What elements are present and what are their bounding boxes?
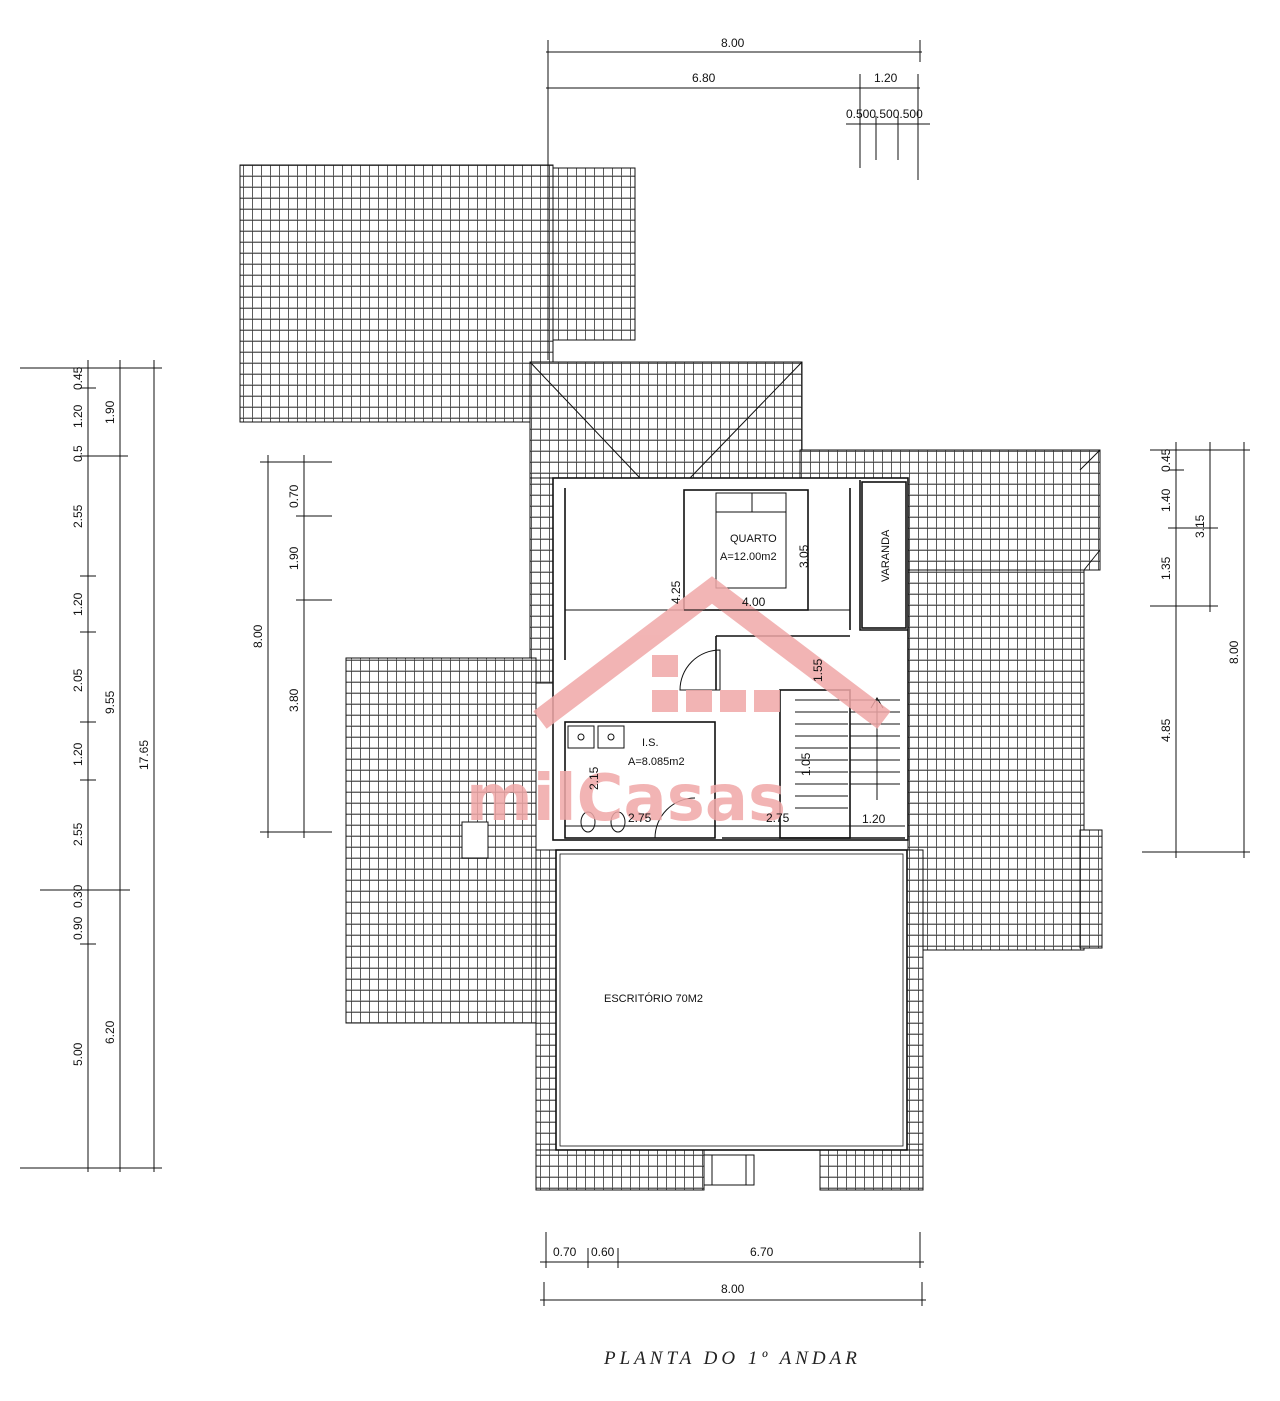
- dim-bottom-0-70: 0.70: [553, 1245, 577, 1259]
- dim-is-2-75b: 2.75: [766, 811, 790, 825]
- roof-tiles: [239, 164, 1103, 1191]
- bottom-dimensions: 0.70 0.60 6.70 8.00: [540, 1232, 926, 1306]
- room-is-name: I.S.: [642, 737, 659, 749]
- dim-left-17-65: 17.65: [137, 740, 151, 770]
- dim-left-2-55b: 2.55: [71, 822, 85, 846]
- top-dimensions: 8.00 6.80 1.20 0.500.500.500: [546, 36, 930, 360]
- house-walls: [552, 477, 909, 1186]
- dim-quarto-3-05: 3.05: [797, 544, 811, 568]
- roof-left-of-house: [529, 477, 555, 684]
- dim-left-0-45: 0.45: [71, 366, 85, 390]
- room-escritorio-name: ESCRITÓRIO 70M2: [604, 992, 703, 1005]
- dim-left-0-90: 0.90: [71, 916, 85, 940]
- dim-left-2-55a: 2.55: [71, 504, 85, 528]
- dim-is-2-15: 2.15: [587, 766, 601, 790]
- dim-is-2-75a: 2.75: [628, 811, 652, 825]
- inner-left-dimensions: 0.70 1.90 3.80 8.00: [251, 455, 332, 838]
- dim-left-9-55: 9.55: [103, 690, 117, 714]
- dim-right-1-40: 1.40: [1159, 488, 1173, 512]
- dim-bottom-8-00: 8.00: [721, 1282, 745, 1296]
- roof-bottom-right: [819, 1149, 924, 1191]
- roof-left-lower: [345, 657, 537, 1024]
- dim-left-1-20a: 1.20: [71, 404, 85, 428]
- dim-quarto-4-00: 4.00: [742, 595, 766, 609]
- room-quarto-name: QUARTO: [730, 533, 777, 545]
- left-dimensions: 0.45 1.20 0.5 2.55 1.20 2.05 1.20 2.55 0…: [20, 360, 162, 1172]
- dim-left-5-00: 5.00: [71, 1042, 85, 1066]
- dim-inner-1-90: 1.90: [287, 546, 301, 570]
- dim-stair-1-20: 1.20: [862, 812, 886, 826]
- room-quarto-area: A=12.00m2: [720, 551, 777, 563]
- dim-left-1-90: 1.90: [103, 400, 117, 424]
- dim-left-6-20: 6.20: [103, 1020, 117, 1044]
- dim-stair-1-05: 1.05: [799, 752, 813, 776]
- room-varanda-name: VARANDA: [880, 529, 892, 582]
- dim-top-6-80: 6.80: [692, 71, 716, 85]
- dim-top-total: 8.00: [721, 36, 745, 50]
- dim-quarto-4-25: 4.25: [669, 580, 683, 604]
- dim-inner-8-00: 8.00: [251, 624, 265, 648]
- interior-dimensions: 3.05 4.00 4.25 1.55 2.15 2.75 2.75 1.05 …: [565, 544, 905, 827]
- dim-left-0-5: 0.5: [71, 445, 85, 462]
- roof-center-top: [529, 361, 803, 479]
- dim-right-0-45: 0.45: [1159, 448, 1173, 472]
- roof-bottom-left: [535, 1149, 705, 1191]
- roof-hips: [529, 361, 1101, 571]
- dim-top-small: 0.500.500.500: [846, 107, 923, 121]
- dim-top-1-20: 1.20: [874, 71, 898, 85]
- dim-hall-1-55: 1.55: [811, 658, 825, 682]
- watermark-brand: milCasas: [466, 762, 786, 836]
- roof-top-right-strip: [552, 167, 636, 341]
- dim-right-4-85: 4.85: [1159, 718, 1173, 742]
- dim-inner-0-70: 0.70: [287, 484, 301, 508]
- dim-inner-3-80: 3.80: [287, 688, 301, 712]
- dim-bottom-0-60: 0.60: [591, 1245, 615, 1259]
- dim-right-3-15: 3.15: [1193, 514, 1207, 538]
- dim-left-0-30: 0.30: [71, 884, 85, 908]
- dim-left-1-20c: 1.20: [71, 742, 85, 766]
- watermark-logo: milCasas: [466, 576, 891, 836]
- dim-left-2-05: 2.05: [71, 668, 85, 692]
- chimney: [461, 821, 489, 859]
- dim-right-8-00: 8.00: [1227, 640, 1241, 664]
- room-is-area: A=8.085m2: [628, 756, 685, 768]
- dim-right-1-35: 1.35: [1159, 556, 1173, 580]
- room-labels: QUARTO A=12.00m2 VARANDA I.S. A=8.085m2 …: [604, 529, 892, 1005]
- dim-left-1-20b: 1.20: [71, 592, 85, 616]
- roof-top-left: [239, 164, 554, 423]
- roof-right-column: [907, 569, 1085, 951]
- right-dimensions: 0.45 1.40 1.35 4.85 3.15 8.00: [1142, 442, 1250, 858]
- plan-title: PLANTA DO 1º ANDAR: [603, 1348, 861, 1369]
- roof-lower-left-strip: [535, 849, 559, 1191]
- dim-bottom-6-70: 6.70: [750, 1245, 774, 1259]
- roof-right-flap: [1079, 829, 1103, 949]
